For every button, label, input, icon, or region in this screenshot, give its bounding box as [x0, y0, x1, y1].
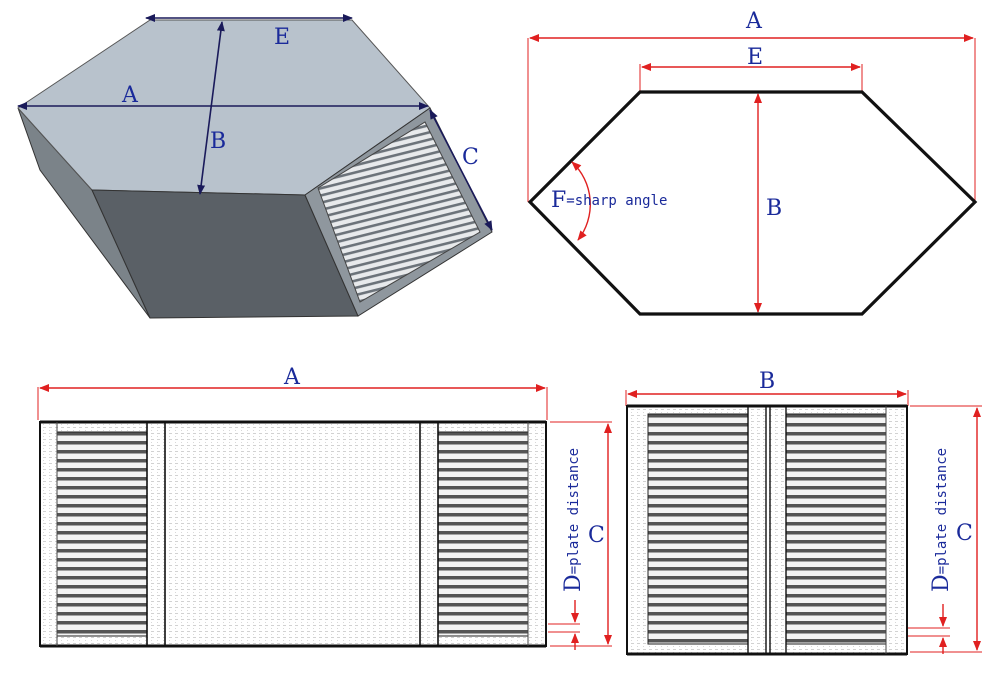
iso-label-c: C: [462, 145, 479, 170]
end-left-louvers: [647, 413, 749, 645]
end-plate-note-letter: D: [929, 574, 954, 592]
end-plate-note-text: =plate distance: [934, 448, 950, 574]
side-left-louvers: [56, 431, 148, 637]
top-label-e: E: [747, 45, 763, 70]
top-view: A E B F=sharp angle: [527, 9, 978, 316]
angle-note-letter: F: [551, 188, 566, 213]
iso-label-b: B: [210, 129, 226, 154]
angle-note-text: =sharp angle: [566, 193, 667, 209]
end-plate-note: D=plate distance: [929, 448, 954, 592]
end-view: B C D=plate distance: [625, 369, 982, 656]
side-plate-note-text: =plate distance: [566, 448, 582, 574]
side-label-a: A: [283, 365, 301, 390]
top-label-b: B: [766, 196, 782, 221]
angle-note: F=sharp angle: [551, 188, 667, 213]
side-plate-note-letter: D: [561, 574, 586, 592]
side-label-c: C: [588, 523, 605, 548]
iso-view: A E B C: [17, 14, 493, 319]
iso-label-e: E: [274, 25, 290, 50]
side-right-louvers: [437, 431, 529, 637]
iso-label-a: A: [121, 83, 139, 108]
side-plate-note: D=plate distance: [561, 448, 586, 592]
end-right-louvers: [785, 413, 887, 645]
side-view: A C D=plate distance: [37, 365, 612, 650]
end-label-b: B: [759, 369, 775, 394]
hexagon-outline: [527, 90, 978, 316]
top-label-a: A: [745, 9, 763, 34]
end-label-c: C: [956, 521, 973, 546]
